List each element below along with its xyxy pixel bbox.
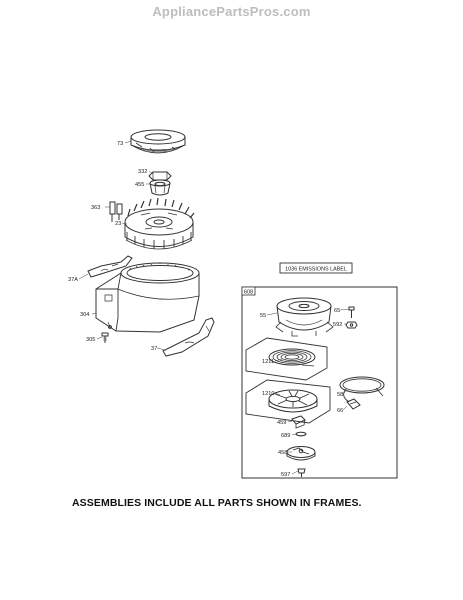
callout-458: 458 — [278, 450, 287, 456]
baffle-upper-drawing — [88, 256, 132, 277]
callout-65: 65 — [334, 308, 340, 314]
assembly-frame-608: 608 — [241, 286, 398, 479]
emissions-label-text: 1036 EMISSIONS LABEL — [285, 266, 347, 272]
flywheel-key-drawing — [110, 202, 122, 222]
callout-332: 332 — [138, 169, 147, 175]
callout-459: 459 — [277, 420, 286, 426]
dog-spring-drawing — [296, 432, 306, 436]
callout-37a: 37A — [68, 277, 78, 283]
leader-lines — [78, 140, 350, 475]
rotating-screen-drawing — [131, 130, 185, 153]
callout-66: 66 — [337, 408, 343, 414]
nut-592-drawing — [346, 322, 357, 328]
callout-58: 58 — [337, 392, 343, 398]
callout-73: 73 — [117, 141, 123, 147]
starter-dog-drawing — [292, 416, 305, 428]
callout-55: 55 — [260, 313, 266, 319]
callout-689: 689 — [281, 433, 290, 439]
callout-597: 597 — [281, 472, 290, 478]
assemblies-footer-note: ASSEMBLIES INCLUDE ALL PARTS SHOWN IN FR… — [72, 497, 362, 509]
callout-1210: 1210 — [262, 391, 274, 397]
screw-597-drawing — [298, 469, 305, 477]
callout-592: 592 — [333, 322, 342, 328]
callout-455: 455 — [135, 182, 144, 188]
rope-handle-drawing — [347, 399, 360, 409]
watermark: AppliancePartsPros.com — [152, 4, 311, 19]
emissions-label-box: 1036 EMISSIONS LABEL — [279, 262, 353, 274]
baffle-lower-drawing — [163, 318, 214, 356]
flywheel-nut-drawing — [149, 172, 171, 180]
callout-labels: 73 332 455 363 23 37A 304 305 37 55 65 5… — [68, 141, 343, 478]
screw-65-drawing — [349, 307, 354, 318]
retainer-drawing — [287, 447, 315, 461]
rewind-spring-drawing — [246, 338, 327, 380]
callout-23: 23 — [115, 221, 121, 227]
callout-37: 37 — [151, 346, 157, 352]
callout-304: 304 — [80, 312, 89, 318]
callout-363: 363 — [91, 205, 100, 211]
callout-305: 305 — [86, 337, 95, 343]
starter-cup-drawing — [150, 180, 170, 195]
callout-1211: 1211 — [262, 359, 274, 365]
starter-pulley-drawing — [246, 380, 330, 423]
starter-rope-drawing — [340, 377, 384, 402]
flywheel-drawing — [125, 198, 194, 249]
frame-label: 608 — [244, 289, 253, 295]
blower-housing-drawing — [96, 263, 199, 332]
starter-housing-drawing — [276, 298, 333, 336]
housing-screw-drawing — [102, 333, 108, 343]
